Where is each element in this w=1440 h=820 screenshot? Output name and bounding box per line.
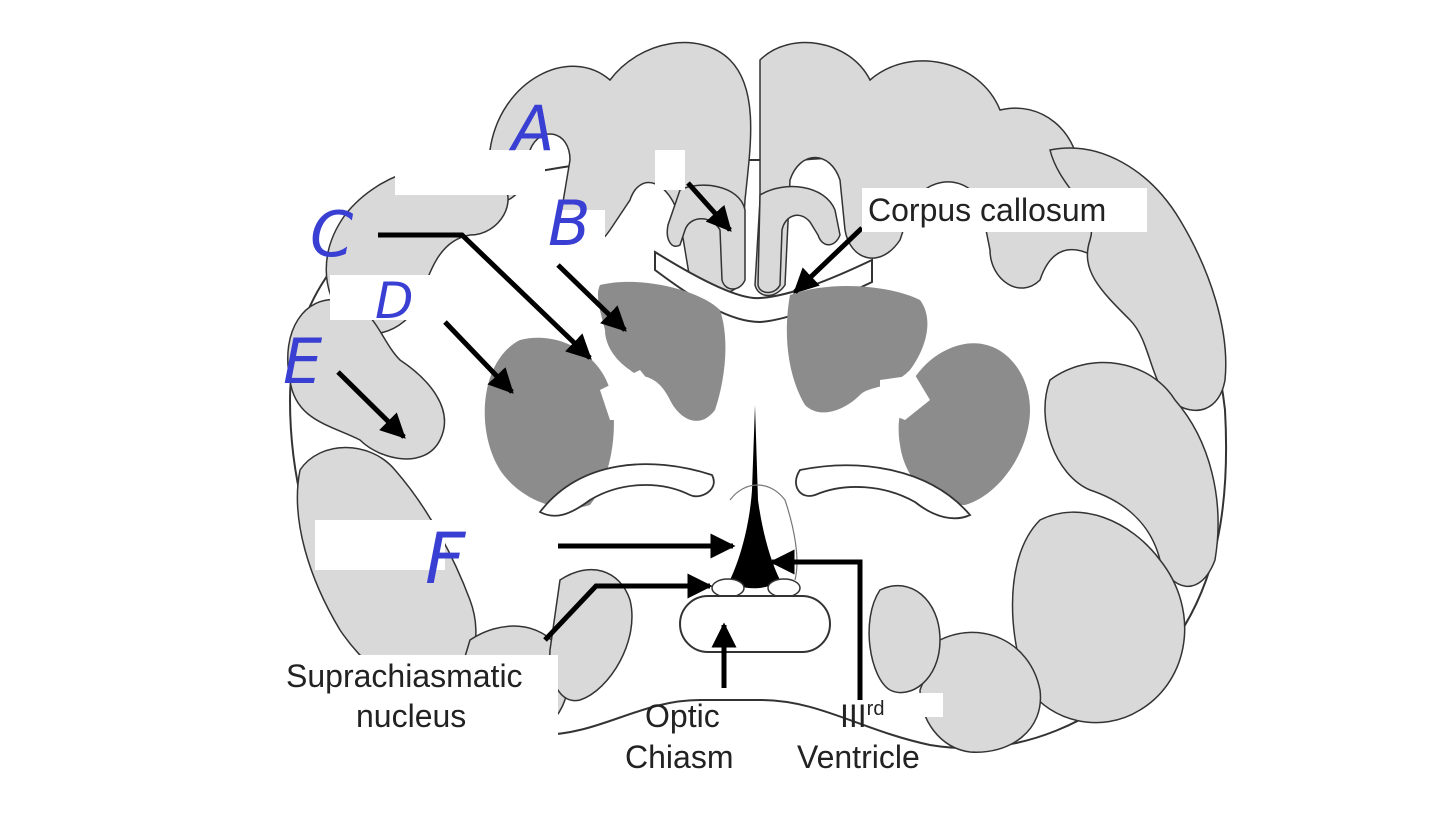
arrow-d — [443, 320, 514, 394]
arrow-c — [378, 232, 592, 360]
arrow-e — [336, 370, 406, 439]
arrow-corpus — [793, 226, 864, 294]
handwritten-letter-c: C — [310, 198, 354, 271]
suprachiasmatic-label-line2: nucleus — [356, 698, 466, 734]
optic-chiasm-label-line2: Chiasm — [625, 739, 733, 775]
third-ventricle-label-line1: IIIrd — [840, 698, 884, 734]
corpus-callosum-label: Corpus callosum — [868, 192, 1106, 228]
label-backgrounds — [283, 188, 1147, 739]
handwritten-letter-b: B — [548, 187, 591, 260]
optic-chiasm-shape — [679, 595, 831, 653]
ventricle-superscript: rd — [867, 698, 885, 720]
erased-label-boxes — [315, 150, 685, 570]
handwritten-letter-d: D — [375, 272, 414, 330]
handwritten-letter-e: E — [283, 325, 323, 398]
suprachiasmatic-label-line1: Suprachiasmatic — [286, 658, 523, 694]
ventricle-roman: III — [840, 698, 867, 734]
arrow-scn — [543, 573, 713, 642]
handwritten-letter-f: F — [425, 518, 467, 600]
deep-nuclei — [484, 281, 1030, 509]
arrow-b — [556, 263, 627, 332]
third-ventricle-shape — [730, 405, 780, 589]
internal-capsule-gaps — [600, 370, 930, 420]
handwritten-letter-a: A — [508, 92, 554, 165]
scn-ovals — [711, 578, 801, 598]
pointer-arrows — [336, 181, 864, 700]
arrow-a — [686, 181, 732, 232]
optic-chiasm-label-line1: Optic — [645, 698, 720, 734]
ventricle-crescents — [538, 463, 972, 520]
arrow-ventricle — [769, 549, 863, 700]
third-ventricle-label-line2: Ventricle — [797, 739, 920, 775]
